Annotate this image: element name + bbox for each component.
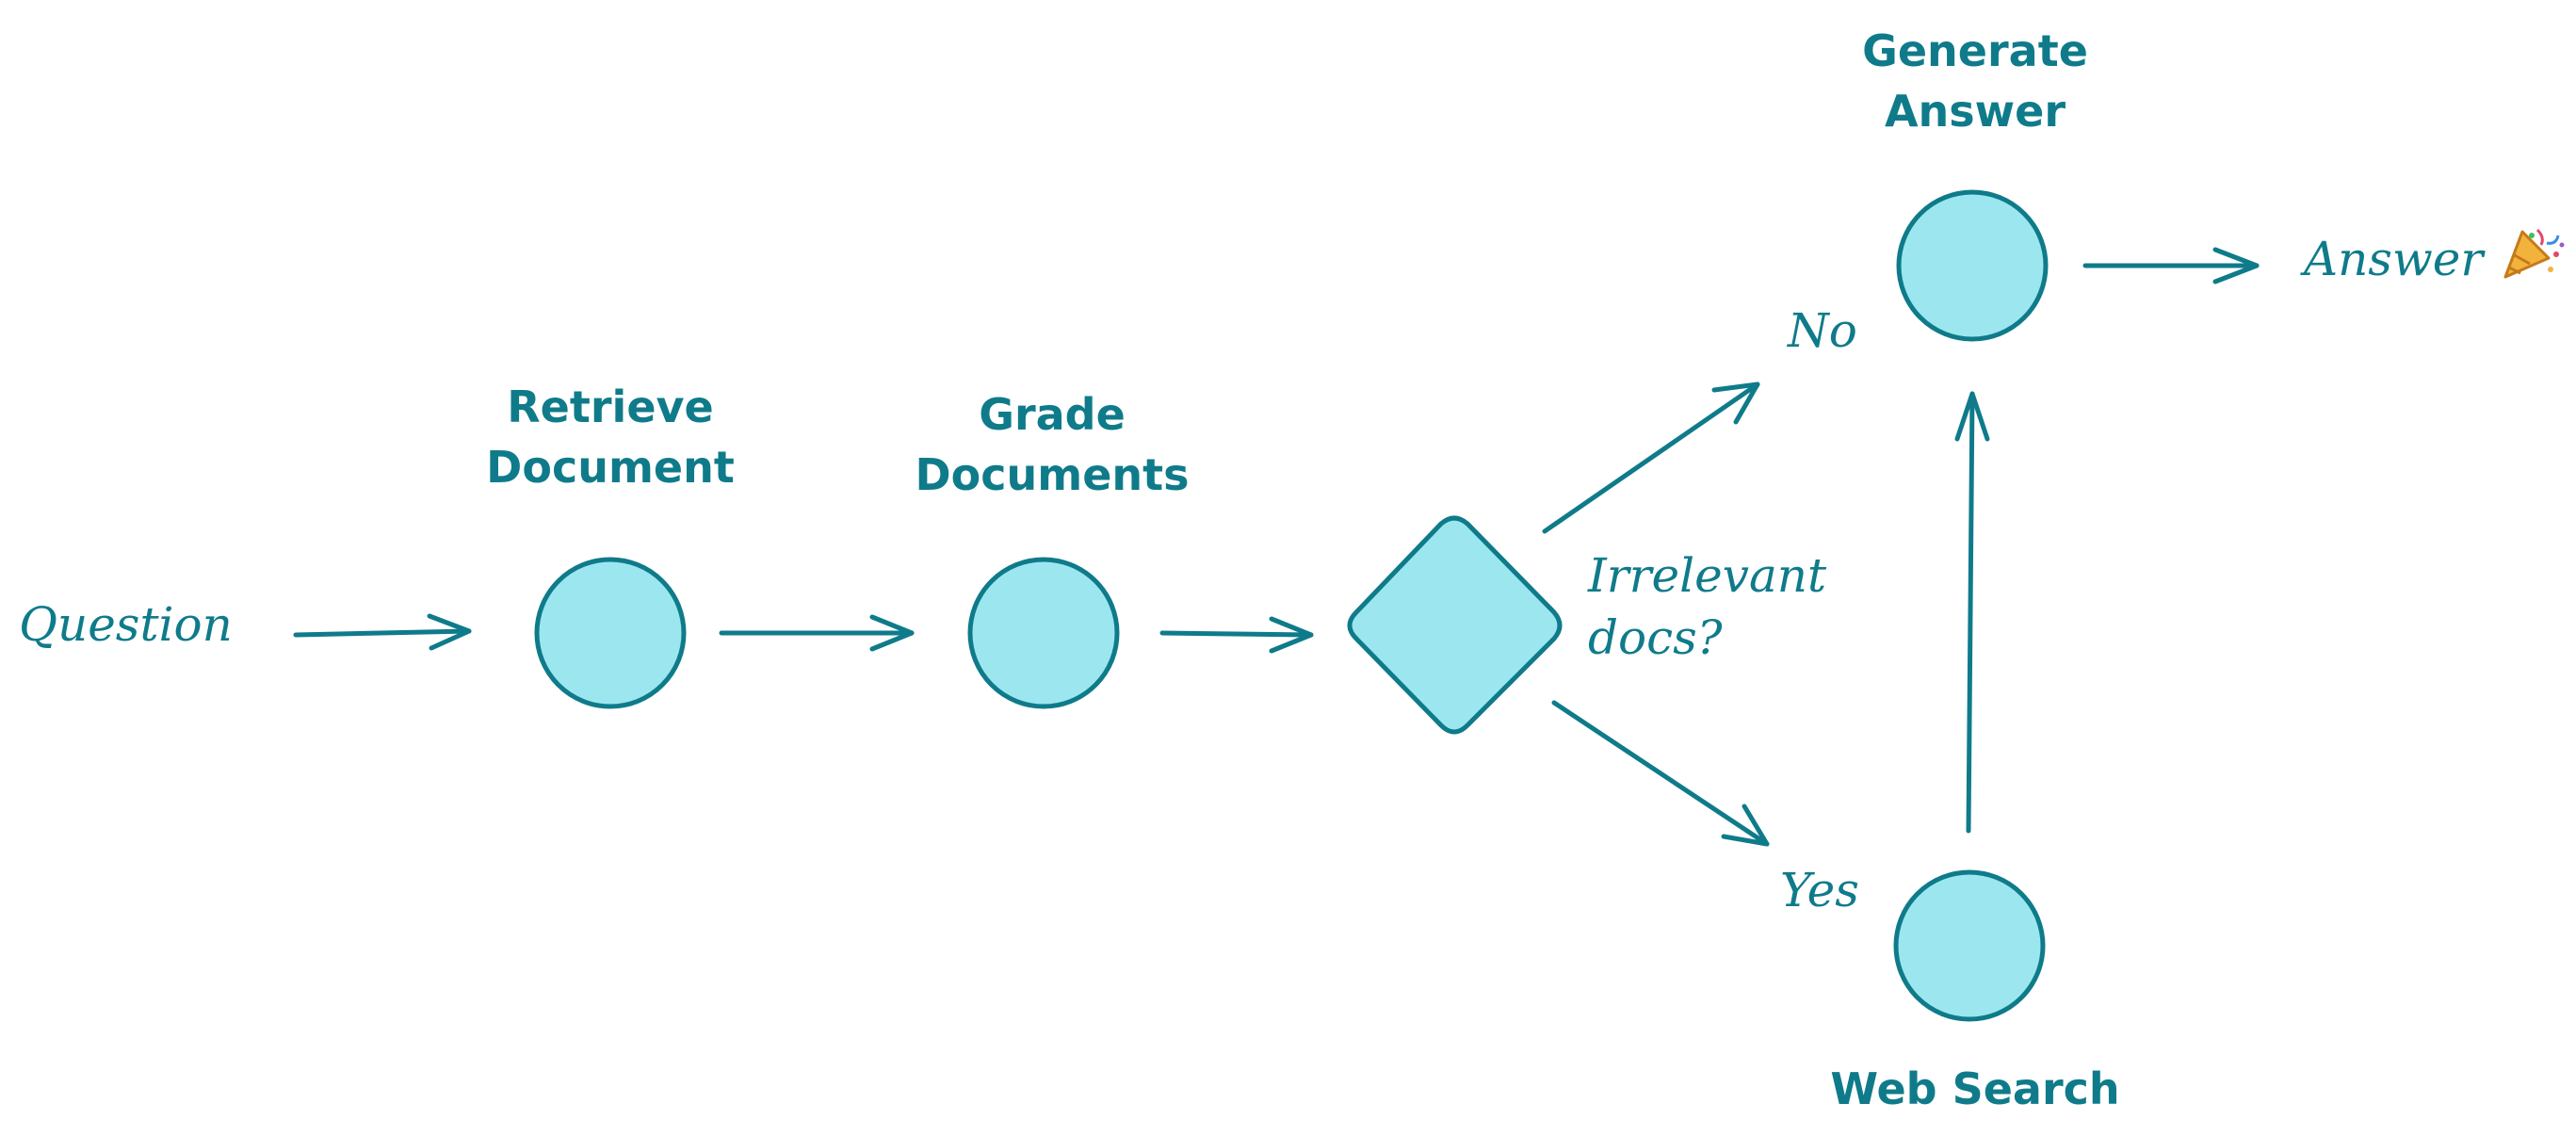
arrow-retrieve-to-grade	[719, 614, 915, 652]
party-popper-icon	[2503, 228, 2565, 279]
arrow-grade-to-decision	[1159, 616, 1314, 654]
decision-label-line2: docs?	[1588, 610, 1724, 665]
generate-title-line1: Generate	[1862, 25, 2088, 76]
no-label: No	[1787, 303, 1857, 358]
generate-title-line2: Answer	[1885, 86, 2066, 137]
grade-documents-node	[967, 557, 1120, 709]
retrieve-title-line2: Document	[486, 442, 735, 493]
arrow-question-to-retrieve	[293, 613, 472, 651]
decision-label-line1: Irrelevant	[1587, 548, 1827, 603]
retrieve-document-node	[534, 557, 687, 709]
generate-answer-node	[1896, 189, 2049, 342]
web-search-node	[1893, 869, 2046, 1022]
grade-title-line1: Grade	[979, 389, 1126, 440]
decision-diamond-node	[1347, 515, 1563, 735]
retrieve-title-line1: Retrieve	[507, 381, 713, 432]
web-search-title: Web Search	[1830, 1063, 2119, 1114]
arrow-decision-to-yes	[1551, 700, 1770, 847]
yes-label: Yes	[1780, 863, 1859, 917]
answer-label: Answer	[2300, 232, 2486, 286]
arrow-generate-to-answer	[2082, 247, 2260, 284]
arrow-decision-to-no	[1542, 381, 1760, 534]
question-label: Question	[19, 597, 233, 652]
arrow-websearch-to-generate	[1954, 391, 1990, 834]
grade-title-line2: Documents	[915, 449, 1189, 500]
